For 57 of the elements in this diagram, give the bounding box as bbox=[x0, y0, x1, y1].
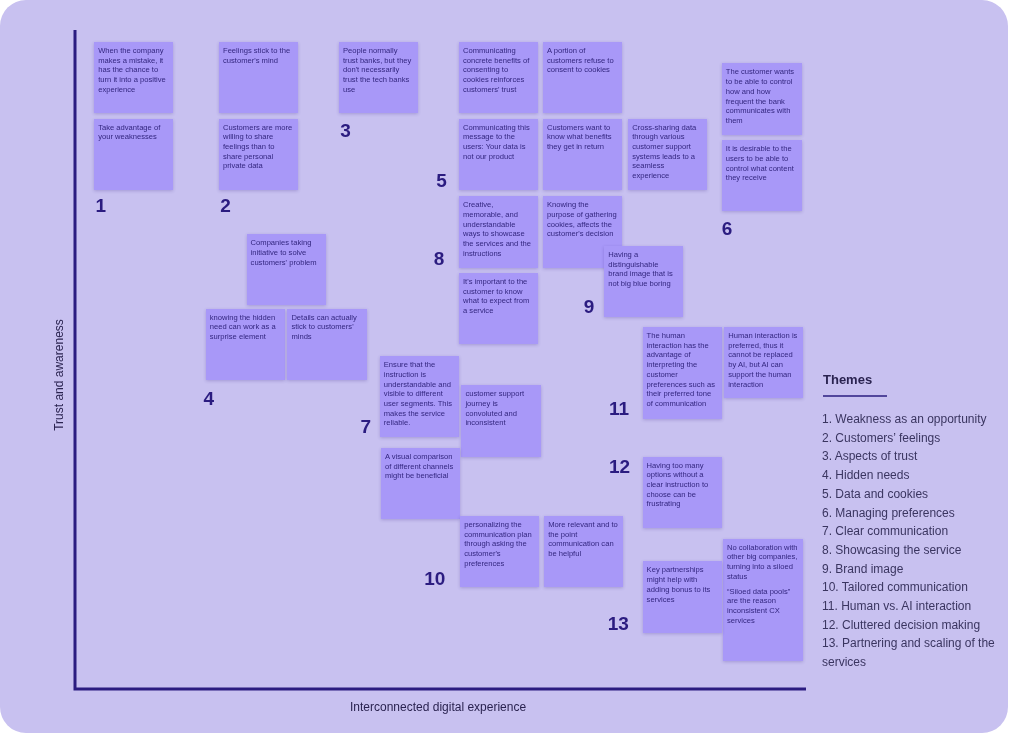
theme-item: 3. Aspects of trust bbox=[822, 448, 919, 466]
sticky-note bbox=[381, 447, 461, 520]
sticky-note bbox=[339, 41, 419, 114]
sticky-note bbox=[94, 118, 174, 190]
theme-item: 13. Partnering and scaling of the services bbox=[822, 635, 996, 671]
group-number: 4 bbox=[203, 388, 214, 408]
sticky-note bbox=[459, 196, 539, 268]
sticky-note bbox=[459, 41, 539, 114]
sticky-note bbox=[246, 234, 326, 306]
theme-item: 12. Cluttered decision making bbox=[822, 616, 982, 634]
sticky-note bbox=[459, 273, 539, 345]
sticky-note bbox=[379, 356, 459, 438]
group-number: 2 bbox=[220, 196, 231, 216]
theme-item: 10. Tailored communication bbox=[822, 579, 969, 597]
group-number: 12 bbox=[609, 456, 631, 476]
group-number: 6 bbox=[721, 219, 733, 238]
group-number: 7 bbox=[360, 416, 372, 436]
theme-item: 6. Managing preferences bbox=[822, 504, 956, 522]
sticky-note bbox=[628, 118, 708, 190]
sticky-note bbox=[642, 561, 722, 633]
group-number: 10 bbox=[424, 568, 446, 588]
theme-item: 11. Human vs. AI interaction bbox=[822, 598, 973, 615]
axis-title: Interconnected digital experience bbox=[350, 700, 527, 714]
sticky-note bbox=[642, 456, 722, 528]
sticky-note bbox=[461, 385, 541, 457]
sticky-note bbox=[205, 308, 285, 380]
sticky-note bbox=[604, 246, 684, 318]
sticky-note bbox=[460, 516, 540, 588]
group-number: 1 bbox=[95, 196, 106, 216]
theme-item: 8. Showcasing the service bbox=[822, 541, 963, 559]
sticky-note bbox=[723, 538, 804, 661]
sticky-note bbox=[721, 140, 803, 212]
sticky-note bbox=[459, 118, 539, 190]
legend-heading: Themes bbox=[823, 372, 873, 387]
group-number: 3 bbox=[340, 120, 351, 140]
group-number: 8 bbox=[433, 249, 445, 269]
sticky-note bbox=[721, 63, 803, 135]
sticky-note bbox=[543, 118, 623, 190]
sticky-note bbox=[219, 118, 299, 190]
sticky-note bbox=[94, 41, 174, 114]
theme-item: 5. Data and cookies bbox=[822, 485, 930, 503]
theme-item: 2. Customers’ feelings bbox=[822, 429, 942, 447]
theme-item: 4. Hidden needs bbox=[822, 467, 911, 485]
sticky-note bbox=[287, 308, 367, 380]
theme-item: 1. Weakness as an opportunity bbox=[822, 411, 988, 428]
sticky-note bbox=[544, 516, 624, 588]
sticky-note bbox=[543, 41, 623, 114]
sticky-note bbox=[642, 327, 722, 419]
group-number: 5 bbox=[436, 171, 447, 191]
sticky-note bbox=[724, 327, 804, 399]
group-number: 9 bbox=[583, 296, 595, 316]
group-number: 11 bbox=[609, 399, 630, 419]
group-number: 13 bbox=[607, 614, 629, 634]
theme-item: 7. Clear communication bbox=[822, 523, 950, 541]
theme-item: 9. Brand image bbox=[822, 560, 905, 578]
axis-title: Trust and awareness bbox=[52, 319, 66, 431]
sticky-note bbox=[219, 41, 299, 114]
